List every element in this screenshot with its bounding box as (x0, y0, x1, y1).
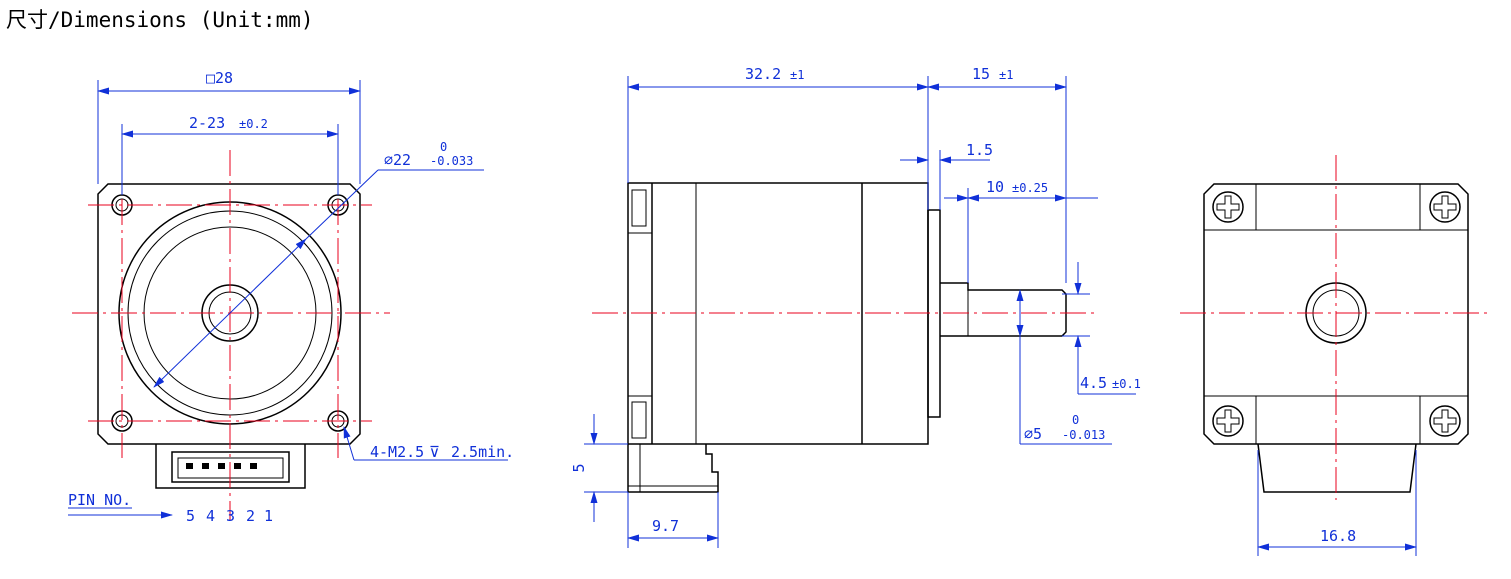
pilot-height-label: 1.5 (966, 141, 993, 159)
pin-number-label: PIN NO. (68, 491, 131, 509)
pin-number-5: 5 (186, 507, 195, 525)
depth-symbol: ⊽ (429, 443, 440, 461)
pin-number-2: 2 (246, 507, 255, 525)
side-view: 32.2 ±1 15 ±1 1.5 10 ±0.25 4.5 ±0.1 ∅5 0… (570, 65, 1141, 548)
hole-spacing-tolerance: ±0.2 (239, 117, 268, 131)
rear-connector (1257, 443, 1417, 493)
page-title: 尺寸/Dimensions (Unit:mm) (6, 8, 314, 32)
mounting-hole-label: 4-M2.5 (370, 443, 424, 461)
flat-length-tolerance: ±0.25 (1012, 181, 1048, 195)
side-shaft (940, 282, 1067, 337)
pilot-diameter-label: ∅22 (384, 151, 411, 169)
pin-number-3: 3 (226, 507, 235, 525)
pilot-tol-lower: -0.033 (430, 154, 473, 168)
hole-spacing-label: 2-23 (189, 114, 225, 132)
pin-number-4: 4 (206, 507, 215, 525)
front-center-lines (72, 150, 390, 520)
side-dimensions (584, 76, 1136, 548)
rear-dimensions (1257, 450, 1417, 556)
shaft-length-tolerance: ±1 (999, 68, 1013, 82)
front-dimensions (68, 80, 508, 519)
rear-housing-outline (1203, 183, 1469, 445)
rear-view: 16.8 (1180, 155, 1492, 556)
flat-depth-tolerance: ±0.1 (1112, 377, 1141, 391)
shaft-tol-upper: 0 (1072, 413, 1079, 427)
shaft-length-label: 15 (972, 65, 990, 83)
pilot-tol-upper: 0 (440, 140, 447, 154)
front-flange-outline (97, 183, 361, 445)
body-length-tolerance: ±1 (790, 68, 804, 82)
hole-depth-label: 2.5min. (451, 443, 514, 461)
shaft-tol-lower: -0.013 (1062, 428, 1105, 442)
pin-number-1: 1 (264, 507, 273, 525)
connector-width-label: 16.8 (1320, 527, 1356, 545)
shaft-diameter-label: ∅5 (1024, 425, 1042, 443)
side-connector (627, 444, 719, 493)
front-view: □28 2-23 ±0.2 ∅22 0 -0.033 4-M2.5 ⊽ 2.5m… (68, 69, 514, 525)
square-size-label: □28 (206, 69, 233, 87)
connector-height-label: 5 (570, 463, 588, 472)
rear-screws (1212, 191, 1461, 437)
flat-depth-label: 4.5 (1080, 374, 1107, 392)
body-length-label: 32.2 (745, 65, 781, 83)
connector-offset-label: 9.7 (652, 517, 679, 535)
flat-length-label: 10 (986, 178, 1004, 196)
